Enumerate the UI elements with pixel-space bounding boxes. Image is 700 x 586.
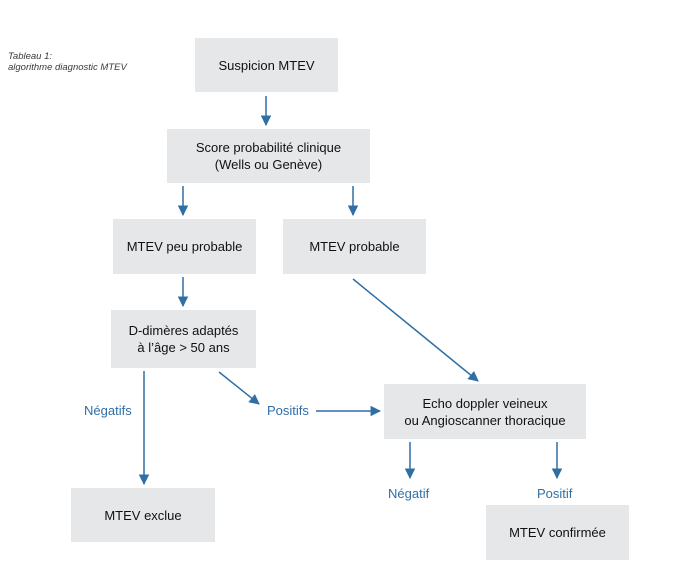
edge-label-negatifs: Négatifs [84,403,132,418]
node-label: MTEV exclue [104,507,182,523]
node-label-line2: à l’âge > 50 ans [137,340,230,355]
edge-label-positifs: Positifs [267,403,309,418]
node-mtev-peu-probable: MTEV peu probable [113,219,256,274]
figure-caption: Tableau 1: algorithme diagnostic MTEV [8,51,127,73]
node-mtev-probable: MTEV probable [283,219,426,274]
node-label-line1: Echo doppler veineux [422,395,548,411]
node-suspicion-mtev: Suspicion MTEV [195,38,338,92]
caption-subtitle: algorithme diagnostic MTEV [8,62,127,73]
arrow-ddimeres-to-positifs [218,371,260,405]
node-label: MTEV confirmée [509,525,606,540]
node-label: MTEV peu probable [126,239,243,254]
node-echo-doppler: Echo doppler veineux ou Angioscanner tho… [384,384,586,439]
arrow-probable-to-echo [352,278,479,382]
edge-label-negatif: Négatif [388,486,430,501]
node-label: MTEV probable [309,239,400,254]
node-label-line2: (Wells ou Genève) [214,157,323,172]
caption-title: Tableau 1: [8,51,53,62]
node-label-line1: Score probabilité clinique [195,140,342,155]
node-label-line2: ou Angioscanner thoracique [404,412,566,428]
node-mtev-exclue: MTEV exclue [71,488,215,542]
node-d-dimeres: D-dimères adaptés à l’âge > 50 ans [111,310,256,368]
node-label-line1: D-dimères adaptés [128,323,239,338]
node-score-probabilite: Score probabilité clinique (Wells ou Gen… [167,129,370,183]
node-mtev-confirmee: MTEV confirmée [486,505,629,560]
edge-label-positif: Positif [537,486,573,501]
node-label: Suspicion MTEV [218,57,315,73]
